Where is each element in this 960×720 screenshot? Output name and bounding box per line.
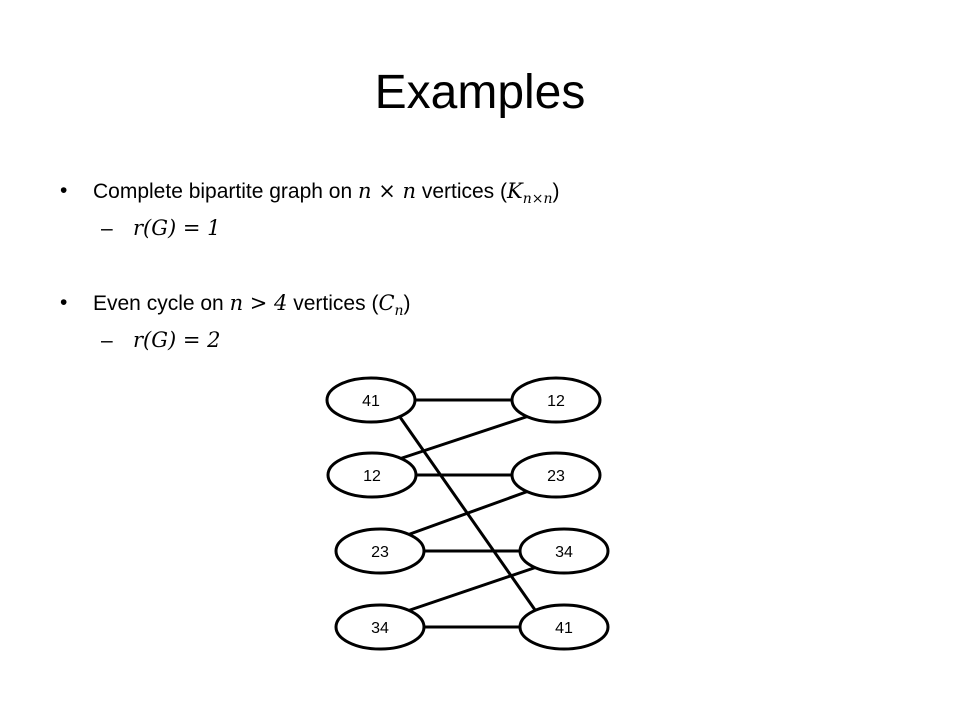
bullet-marker: •	[60, 291, 68, 314]
node-label: 12	[547, 393, 565, 410]
bullet-marker: •	[60, 179, 68, 202]
node-ellipse	[510, 376, 602, 424]
bullet-text-before: Complete bipartite graph on	[93, 180, 358, 203]
node-ellipse	[334, 603, 426, 651]
left-node-41: 41	[325, 376, 417, 424]
right-node-23: 23	[510, 451, 602, 499]
node-label: 41	[362, 393, 380, 410]
right-node-12: 12	[510, 376, 602, 424]
sub-item-rank-1: –r(G) = 1	[101, 213, 221, 244]
math-K: K	[507, 179, 523, 203]
bullet-text-middle: vertices (	[287, 292, 379, 315]
graph-nodes: 41 12 23 34 12 23 34 41	[325, 376, 610, 651]
node-ellipse	[518, 527, 610, 575]
bullet-text-before: Even cycle on	[93, 292, 230, 315]
left-node-23: 23	[334, 527, 426, 575]
node-ellipse	[510, 451, 602, 499]
node-ellipse	[325, 376, 417, 424]
slide-title: Examples	[374, 66, 586, 119]
sub-marker: –	[101, 217, 113, 240]
node-label: 23	[547, 468, 565, 485]
node-label: 34	[555, 544, 573, 561]
node-ellipse	[326, 451, 418, 499]
edge-L3-R2	[408, 566, 536, 612]
node-ellipse	[334, 527, 426, 575]
bullet-text: Complete bipartite graph on n × n vertic…	[93, 176, 559, 214]
edge-L2-R1	[408, 490, 528, 536]
math-subscript: n	[394, 303, 404, 319]
right-node-34: 34	[518, 527, 610, 575]
right-node-41: 41	[518, 603, 610, 651]
node-label: 23	[371, 544, 389, 561]
math-n-times-n: n × n	[358, 179, 416, 203]
node-label: 34	[371, 620, 389, 637]
edge-L1-R0	[400, 415, 528, 460]
bullet-text-middle: vertices (	[416, 180, 508, 203]
sub-item-rank-2: –r(G) = 2	[101, 325, 221, 356]
left-node-34: 34	[334, 603, 426, 651]
bullet-text: Even cycle on n > 4 vertices (Cn)	[93, 288, 411, 326]
sub-marker: –	[101, 329, 113, 352]
graph-edges	[398, 398, 537, 629]
node-label: 41	[555, 620, 573, 637]
math-n-gt-4: n > 4	[229, 291, 288, 315]
math-rank-1: r(G) = 1	[133, 216, 221, 240]
math-subscript: n×n	[522, 191, 553, 207]
bullet-text-after: )	[552, 180, 560, 203]
math-rank-2: r(G) = 2	[133, 328, 221, 352]
math-C: C	[378, 291, 395, 315]
node-label: 12	[363, 468, 381, 485]
bullet-text-after: )	[403, 292, 411, 315]
left-node-12: 12	[326, 451, 418, 499]
node-ellipse	[518, 603, 610, 651]
